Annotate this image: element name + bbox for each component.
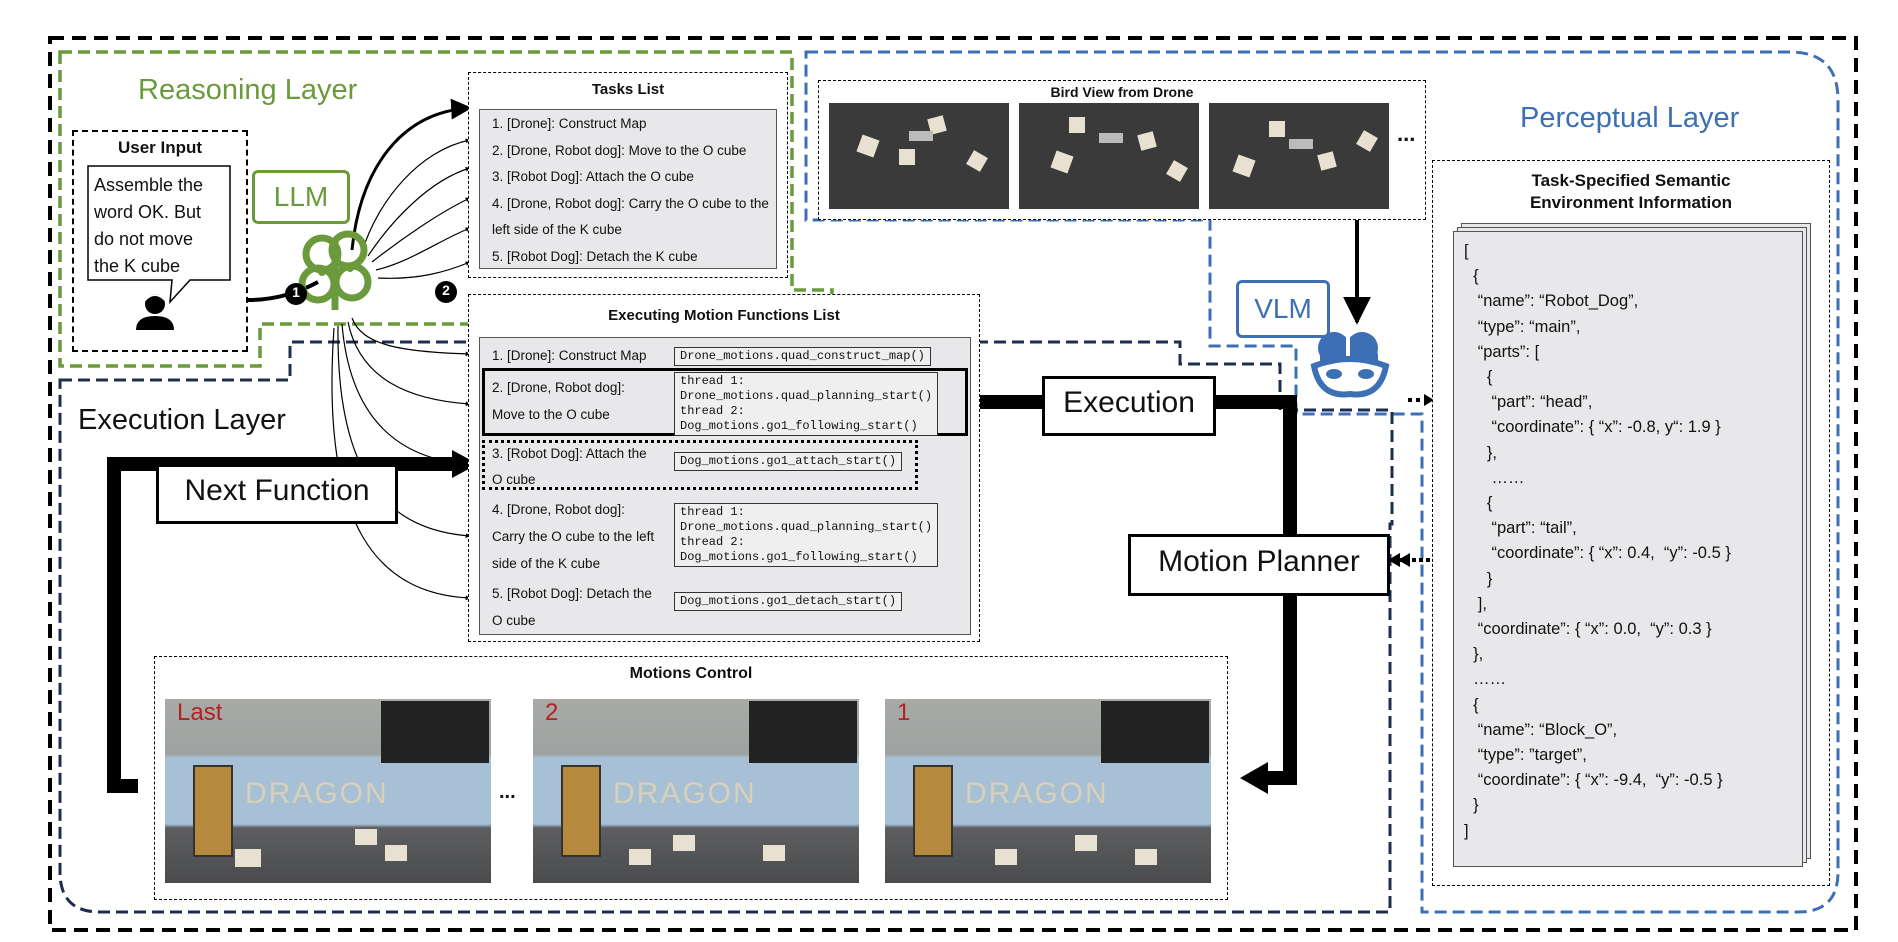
bird-view-title: Bird View from Drone xyxy=(1050,84,1194,100)
task-item: 2. [Drone, Robot dog]: Move to the O cub… xyxy=(492,143,747,158)
perceptual-layer-title: Perceptual Layer xyxy=(1520,102,1740,134)
semantic-json-line: } xyxy=(1464,796,1479,815)
semantic-json-line: { xyxy=(1464,695,1479,714)
semantic-json-line: { xyxy=(1464,267,1479,286)
bird-view-image xyxy=(829,103,1009,209)
exec-item-label: 1. [Drone]: Construct Map xyxy=(492,348,647,363)
semantic-json-line: [ xyxy=(1464,242,1469,260)
motion-frame-label-last: Last xyxy=(177,699,223,726)
semantic-json-line: “part”: “head”, xyxy=(1464,393,1593,412)
task-item: 1. [Drone]: Construct Map xyxy=(492,116,647,131)
next-function-label: Next Function xyxy=(156,464,398,524)
semantic-json-line: “type”: ”target”, xyxy=(1464,746,1587,764)
semantic-info-title-2: Environment Information xyxy=(1529,193,1733,212)
semantic-json-line: } xyxy=(1464,569,1493,588)
executing-list-title: Executing Motion Functions List xyxy=(608,307,840,324)
semantic-json-line: }, xyxy=(1464,645,1484,664)
exec-item-code: thread 1: Drone_motions.quad_planning_st… xyxy=(674,503,939,567)
motion-frame-label-1: 1 xyxy=(897,699,911,726)
execution-layer-border xyxy=(58,340,1394,914)
executing-list-box: Executing Motion Functions List 1. [Dron… xyxy=(468,294,980,642)
speech-bubble-icon xyxy=(87,165,231,305)
motions-control-box: Motions Control DRAGON Last ... DRAGON 2… xyxy=(154,656,1228,900)
exec-item-label: 2. [Drone, Robot dog]: xyxy=(492,380,625,395)
semantic-json-line: “name”: “Block_O”, xyxy=(1464,720,1618,739)
exec-item-label: O cube xyxy=(492,472,536,487)
bird-view-image xyxy=(1019,103,1199,209)
exec-item-label: 3. [Robot Dog]: Attach the xyxy=(492,446,647,461)
bird-view-image xyxy=(1209,103,1389,209)
brain-icon xyxy=(298,230,372,310)
motion-frames-ellipsis: ... xyxy=(499,781,516,803)
executing-list-panel: 1. [Drone]: Construct Map Drone_motions.… xyxy=(479,337,971,635)
vlm-label: VLM xyxy=(1236,280,1330,338)
motion-frame-2: DRAGON xyxy=(533,699,859,883)
user-input-box: User Input xyxy=(72,130,248,352)
semantic-json-line: “type”: “main”, xyxy=(1464,317,1581,336)
bird-view-ellipsis: ... xyxy=(1397,121,1416,146)
exec-item-code: thread 1: Drone_motions.quad_planning_st… xyxy=(674,372,939,436)
semantic-json-line: “name”: “Robot_Dog”, xyxy=(1464,292,1639,311)
execution-label: Execution xyxy=(1042,376,1216,436)
semantic-info-title-1: Task-Specified Semantic xyxy=(1531,171,1731,190)
semantic-json-line: “coordinate”: { “x”: 0.0, “y”: 0.3 } xyxy=(1464,620,1712,638)
wall-text: DRAGON xyxy=(965,777,1109,810)
vlm-mask-brain-icon xyxy=(1310,332,1390,398)
step-badge-1 xyxy=(285,283,307,305)
semantic-json-line: { xyxy=(1464,368,1493,386)
outer-frame xyxy=(48,36,1858,932)
tasks-list-panel: 1. [Drone]: Construct Map 2. [Drone, Rob… xyxy=(479,109,777,269)
user-input-title: User Input xyxy=(117,138,203,157)
semantic-json-line: ] xyxy=(1464,821,1469,840)
wall-text: DRAGON xyxy=(613,777,757,810)
user-speech-text: Assemble the word OK. But do not move th… xyxy=(94,175,204,276)
semantic-json-line: }, xyxy=(1464,443,1498,462)
semantic-json-line: { xyxy=(1464,494,1493,512)
user-icon xyxy=(136,294,174,330)
motion-frame-1: DRAGON xyxy=(885,699,1211,883)
tasks-list-box: Tasks List 1. [Drone]: Construct Map 2. … xyxy=(468,72,788,278)
exec-item-code: Dog_motions.go1_detach_start() xyxy=(674,592,903,611)
reasoning-layer-title: Reasoning Layer xyxy=(138,74,358,106)
exec-item-label: O cube xyxy=(492,613,536,628)
semantic-json-line: “coordinate”: { “x”: -0.8, y“: 1.9 } xyxy=(1464,418,1721,437)
exec-item-code: Dog_motions.go1_attach_start() xyxy=(674,452,903,471)
motion-frame-last: DRAGON xyxy=(165,699,491,883)
task-item: 5. [Robot Dog]: Detach the K cube xyxy=(492,249,698,264)
exec-item-next-highlight xyxy=(482,440,918,490)
semantic-json-line: “coordinate”: { “x”: 0.4, “y”: -0.5 } xyxy=(1464,544,1731,563)
exec-item-label: side of the K cube xyxy=(492,556,601,571)
execution-layer-title: Execution Layer xyxy=(78,404,286,436)
semantic-json-line: “parts”: [ xyxy=(1464,342,1540,361)
semantic-json-line: “part”: “tail”, xyxy=(1464,519,1577,538)
task-item: left side of the K cube xyxy=(492,222,622,237)
tasks-list-title: Tasks List xyxy=(591,81,665,98)
perceptual-layer-border xyxy=(804,50,1840,914)
semantic-json-panel: [ { “name”: “Robot_Dog”, “type”: “main”,… xyxy=(1453,231,1803,867)
semantic-info-box: Task-Specified Semantic Environment Info… xyxy=(1432,160,1830,886)
semantic-json-line: …… xyxy=(1464,468,1525,487)
motion-frame-label-2: 2 xyxy=(545,699,559,726)
step-badge-2-label: 2 xyxy=(442,282,450,298)
task-item: 4. [Drone, Robot dog]: Carry the O cube … xyxy=(492,196,769,211)
exec-item-code: Drone_motions.quad_construct_map() xyxy=(674,347,931,366)
semantic-json-line: ], xyxy=(1464,594,1487,613)
semantic-json-line: “coordinate”: { “x”: -9.4, “y”: -0.5 } xyxy=(1464,771,1723,790)
exec-item-label: 5. [Robot Dog]: Detach the xyxy=(492,586,652,601)
exec-item-label: Move to the O cube xyxy=(492,407,610,422)
motions-control-title: Motions Control xyxy=(629,665,753,682)
llm-label: LLM xyxy=(252,170,350,224)
task-item: 3. [Robot Dog]: Attach the O cube xyxy=(492,169,694,184)
step-badge-2 xyxy=(435,281,457,303)
wall-text: DRAGON xyxy=(245,777,389,810)
step-badge-1-label: 1 xyxy=(292,284,300,300)
exec-item-label: 4. [Drone, Robot dog]: xyxy=(492,502,625,517)
semantic-json-line: …… xyxy=(1464,670,1507,689)
exec-item-label: Carry the O cube to the left xyxy=(492,529,655,544)
motion-planner-label: Motion Planner xyxy=(1128,534,1390,596)
bird-view-box: Bird View from Drone ... xyxy=(818,80,1426,220)
